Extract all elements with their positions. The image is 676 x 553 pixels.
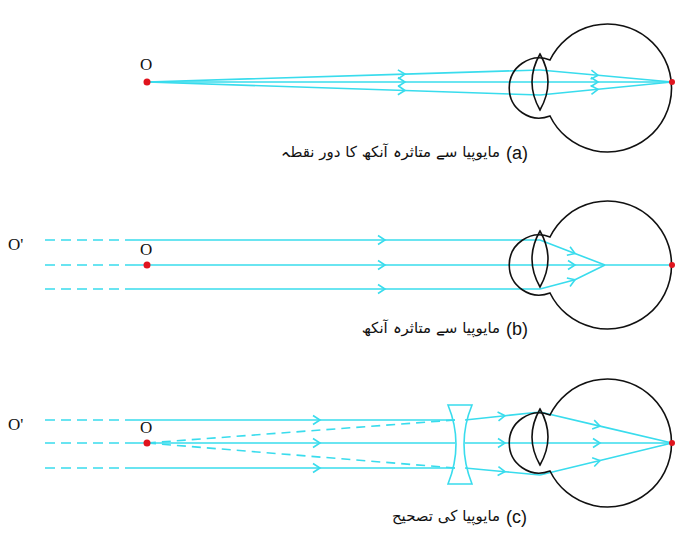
panel-tag: (c) xyxy=(506,508,527,528)
point-label: O xyxy=(140,241,152,260)
panel-tag: (b) xyxy=(506,320,528,340)
point-label: O' xyxy=(8,236,23,255)
point-label: O xyxy=(140,419,152,438)
caption-text: مایوپیا سے متاثرہ آنکھ xyxy=(362,320,500,337)
point-label: O xyxy=(140,56,152,75)
caption-text: مایوپیا سے متاثرہ آنکھ کا دور نقطہ xyxy=(281,144,500,161)
point-label: O' xyxy=(8,416,23,435)
caption-text: مایوپیا کی تصحیح xyxy=(392,508,500,525)
panel-tag: (a) xyxy=(506,144,528,164)
